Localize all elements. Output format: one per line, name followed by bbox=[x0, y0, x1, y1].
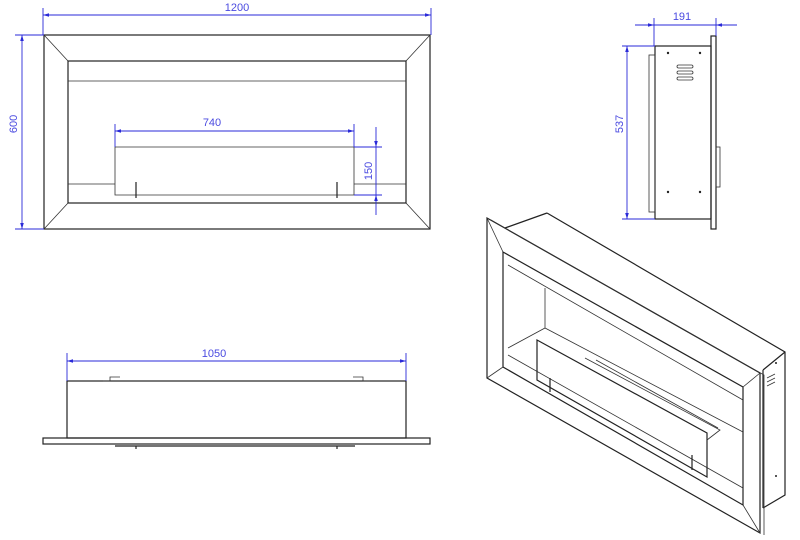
isometric-view bbox=[486, 212, 786, 535]
front-plate bbox=[42, 437, 431, 445]
frame-outer bbox=[43, 34, 431, 230]
housing bbox=[504, 212, 786, 509]
glass-screen bbox=[536, 338, 708, 479]
dimension-label: 1200 bbox=[225, 2, 249, 14]
front-view: 1200 600 740 150 bbox=[8, 2, 432, 230]
frame-inner bbox=[67, 60, 407, 204]
side-view: 191 537 bbox=[614, 11, 737, 230]
bottom-view: 1050 bbox=[42, 348, 431, 449]
glass-screen bbox=[114, 146, 355, 196]
dimension-1200: 1200 bbox=[42, 2, 432, 35]
dimension-740: 740 bbox=[114, 117, 355, 147]
front-plate bbox=[710, 35, 717, 230]
dimension-191: 191 bbox=[635, 11, 737, 46]
dimension-537: 537 bbox=[614, 45, 655, 220]
dimension-label: 537 bbox=[614, 115, 626, 133]
dimension-label: 600 bbox=[8, 115, 20, 133]
body bbox=[66, 380, 407, 439]
dimension-label: 150 bbox=[363, 162, 375, 180]
dimension-150: 150 bbox=[354, 127, 382, 215]
dimension-label: 740 bbox=[203, 117, 221, 129]
dimension-label: 191 bbox=[673, 11, 691, 23]
dimension-label: 1050 bbox=[202, 348, 226, 360]
dimension-600: 600 bbox=[8, 34, 44, 230]
back-flange bbox=[648, 54, 656, 213]
dimension-1050: 1050 bbox=[66, 348, 407, 381]
body bbox=[654, 45, 712, 220]
vent-slots-icon bbox=[676, 64, 694, 81]
